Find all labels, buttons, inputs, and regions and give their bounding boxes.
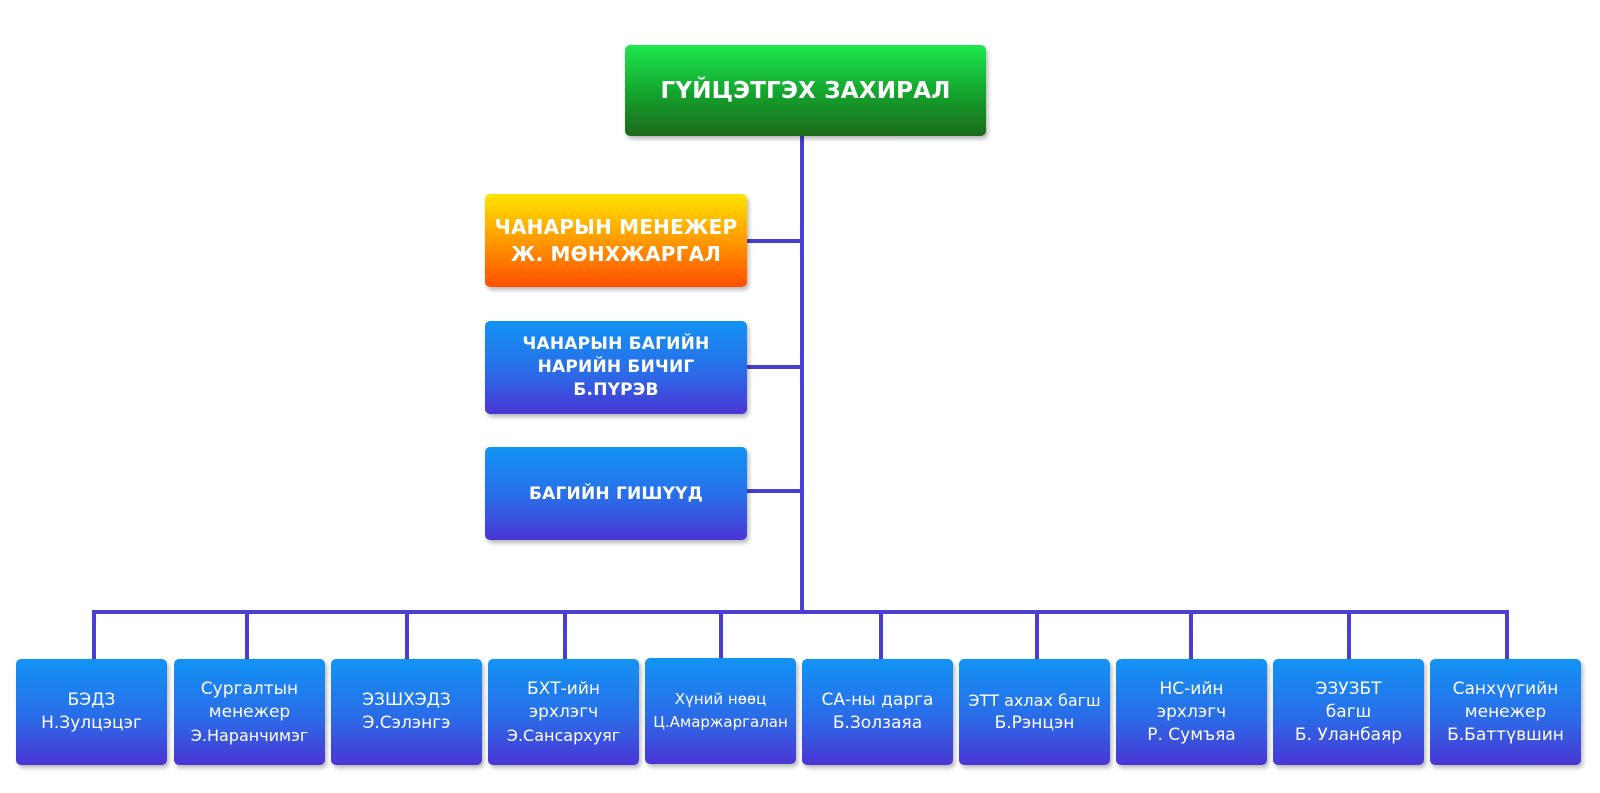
team-members-label: БАГИЙН ГИШҮҮД (529, 483, 703, 504)
department-title: БЭДЗ (67, 690, 116, 710)
department-box-human-resources: Хүний нөөц Ц.Амаржаргалан (645, 658, 796, 764)
department-title: НС-ийн (1159, 678, 1224, 699)
department-box-bkht: БХТ-ийн эрхлэгч Э.Сансархуяг (488, 659, 639, 765)
department-title: СА-ны дарга (821, 690, 934, 710)
department-person: Б.Баттүвшин (1447, 724, 1564, 745)
department-box-sa: СА-ны дарга Б.Золзаяа (802, 659, 953, 765)
department-title: Сургалтын (200, 678, 299, 699)
department-title: ЭТТ ахлах багш (968, 691, 1101, 710)
department-person: Э.Наранчимэг (190, 725, 309, 745)
department-person: Р. Сумъяа (1147, 724, 1236, 745)
department-box-ett: ЭТТ ахлах багш Б.Рэнцэн (959, 659, 1110, 765)
quality-manager-title: ЧАНАРЫН МЕНЕЖЕР (494, 214, 738, 239)
department-title: Хүний нөөц (674, 690, 767, 708)
quality-secretary-box: ЧАНАРЫН БАГИЙН НАРИЙН БИЧИГ Б.ПҮРЭВ (485, 321, 747, 414)
department-person: Б.Рэнцэн (994, 713, 1075, 733)
department-person: Э.Сансархуяг (506, 725, 621, 745)
team-members-box: БАГИЙН ГИШҮҮД (485, 447, 747, 540)
quality-secretary-title-line-1: ЧАНАРЫН БАГИЙН (522, 334, 710, 354)
department-title-line-2: менежер (1464, 701, 1547, 722)
department-box-ns: НС-ийн эрхлэгч Р. Сумъяа (1116, 659, 1267, 765)
department-title: ЭЗУЗБТ (1315, 678, 1382, 699)
director-box: ГҮЙЦЭТГЭХ ЗАХИРАЛ (625, 45, 986, 136)
quality-secretary-title-line-2: НАРИЙН БИЧИГ (537, 357, 695, 377)
department-title-line-2: эрхлэгч (528, 701, 599, 722)
department-person: Ц.Амаржаргалан (653, 713, 788, 731)
department-box-ezuzbt: ЭЗУЗБТ багш Б. Уланбаяр (1273, 659, 1424, 765)
department-title: ЭЗШХЭДЗ (362, 690, 451, 710)
department-title: БХТ-ийн (526, 678, 601, 699)
director-label: ГҮЙЦЭТГЭХ ЗАХИРАЛ (660, 77, 951, 104)
department-box-bedz: БЭДЗ Н.Зулцэцэг (16, 659, 167, 765)
quality-secretary-name: Б.ПҮРЭВ (573, 380, 659, 400)
department-title: Санхүүгийн (1452, 678, 1559, 699)
department-box-training-manager: Сургалтын менежер Э.Наранчимэг (174, 659, 325, 765)
department-box-finance-manager: Санхүүгийн менежер Б.Баттүвшин (1430, 659, 1581, 765)
department-title-line-2: эрхлэгч (1156, 701, 1227, 722)
department-person: Н.Зулцэцэг (41, 713, 142, 733)
department-person: Э.Сэлэнгэ (362, 713, 451, 733)
quality-manager-name: Ж. МӨНХЖАРГАЛ (510, 241, 722, 266)
department-person: Б. Уланбаяр (1294, 724, 1403, 745)
department-box-ezshkhedz: ЭЗШХЭДЗ Э.Сэлэнгэ (331, 659, 482, 765)
quality-manager-box: ЧАНАРЫН МЕНЕЖЕР Ж. МӨНХЖАРГАЛ (485, 194, 747, 287)
department-person: Б.Золзаяа (832, 713, 923, 733)
department-title-line-2: менежер (208, 701, 291, 722)
department-title-line-2: багш (1325, 701, 1372, 722)
